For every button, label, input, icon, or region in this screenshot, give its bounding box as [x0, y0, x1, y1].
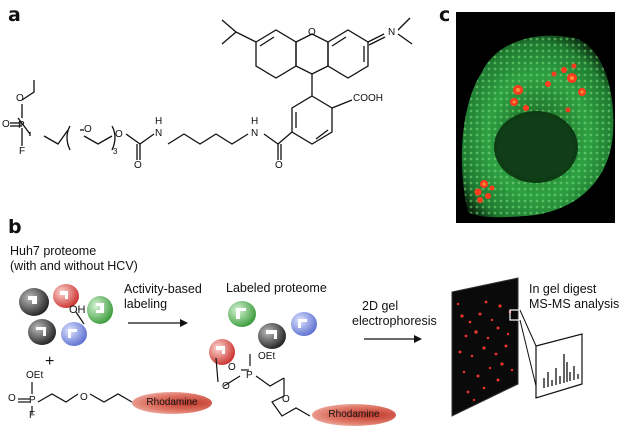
probe-f: F	[29, 410, 36, 421]
atom-o-peg: O	[84, 124, 92, 135]
arrow-labeling	[128, 319, 188, 327]
panel-label-b: b	[8, 216, 22, 238]
probe-oet: OEt	[26, 370, 44, 381]
step2-label-1: 2D gel	[362, 299, 399, 313]
probe-structure	[18, 382, 133, 414]
atom-p: P	[18, 120, 25, 131]
atom-o-ring: O	[308, 27, 316, 38]
proteome-proteins	[19, 284, 113, 346]
peg-subscript: 3	[113, 147, 118, 156]
huh7-subtitle: (with and without HCV)	[10, 259, 138, 273]
atom-o-phosphoryl: O	[2, 119, 10, 130]
atom-n-2: N	[251, 128, 259, 139]
digest-label-1: In gel digest	[529, 282, 597, 296]
atom-o-carbonyl-1: O	[134, 160, 142, 171]
step1-label-1: Activity-based	[124, 282, 202, 296]
digest-label-2: MS-MS analysis	[529, 297, 620, 311]
step1-label-2: labeling	[124, 297, 168, 311]
panel-label-a: a	[8, 4, 21, 26]
probe-o-phosphoryl: O	[8, 393, 16, 404]
atom-f: F	[19, 146, 26, 157]
huh7-title: Huh7 proteome	[10, 244, 97, 258]
atom-n-plus: N	[388, 27, 396, 38]
labeled-rhodamine-tag: Rhodamine	[312, 404, 396, 426]
arrow-electrophoresis	[364, 335, 422, 343]
atom-o-carbamate: O	[115, 129, 123, 140]
probe-o-chain: O	[80, 392, 88, 403]
step2-label-2: electrophoresis	[352, 314, 437, 328]
labeled-o-link: O	[222, 381, 230, 392]
oh-label: OH	[69, 304, 86, 316]
atom-cooh: COOH	[353, 93, 383, 104]
panel-label-c: c	[439, 4, 451, 26]
plus-sign: +	[45, 353, 55, 370]
labeled-p: P	[246, 370, 253, 381]
gel-image	[451, 277, 583, 417]
labeled-o-top: O	[228, 362, 236, 373]
cell-micrograph	[456, 12, 615, 223]
atom-h-2: H	[251, 116, 259, 127]
labeled-oet: OEt	[258, 351, 276, 362]
labeled-proteome-label: Labeled proteome	[226, 281, 327, 295]
probe-rhodamine-tag: Rhodamine	[132, 392, 212, 414]
atom-h-1: H	[155, 116, 163, 127]
labeled-o-chain: O	[282, 394, 290, 405]
atom-n-1: N	[155, 128, 163, 139]
atom-o-carbonyl-2: O	[275, 160, 283, 171]
probe-p: P	[29, 395, 36, 406]
labeled-probe-structure	[215, 354, 311, 417]
atom-o-ether: O	[16, 93, 24, 104]
